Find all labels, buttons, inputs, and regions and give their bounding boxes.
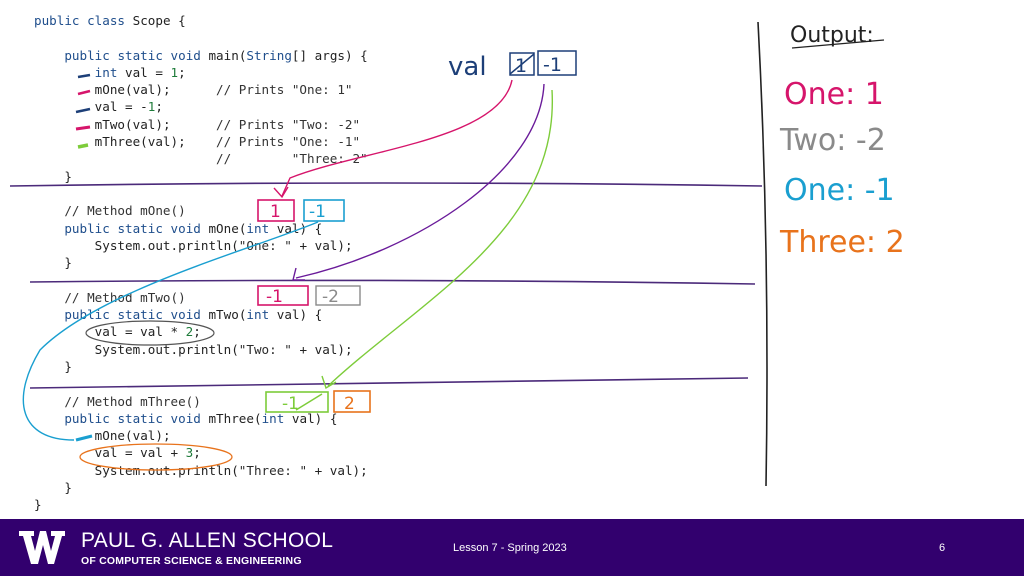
code-line: // Method mOne() — [64, 203, 186, 219]
code-line: public static void main(String[] args) { — [64, 47, 368, 63]
code-line: // "Three: 2" — [215, 151, 368, 167]
code-line: mOne(val); — [94, 428, 171, 444]
code-line: } — [34, 358, 72, 374]
lesson-label: Lesson 7 - Spring 2023 — [453, 542, 567, 554]
output-title: Output: — [790, 23, 874, 48]
code-line — [34, 185, 368, 202]
output-line-1: One: 1 — [784, 77, 884, 112]
code-line: public static void mThree(int val) { — [64, 410, 338, 426]
code-line — [34, 29, 368, 46]
code-line: System.out.println("Three: " + val); — [94, 462, 368, 478]
code-line: } — [34, 168, 72, 184]
code-line: mThree(val); // Prints "One: -1" — [94, 134, 361, 150]
page-number: 6 — [939, 542, 946, 554]
val-label: val — [448, 52, 487, 82]
code-line: System.out.println("One: " + val); — [94, 237, 353, 253]
code-line: mTwo(val); // Prints "Two: -2" — [94, 116, 361, 132]
school-name: PAUL G. ALLEN SCHOOL — [81, 529, 334, 552]
code-line: val = val + 3; — [94, 445, 201, 461]
code-line: // Method mTwo() — [64, 289, 186, 305]
code-line: } — [34, 255, 72, 271]
code-line — [34, 375, 368, 392]
val-new-value: -1 — [543, 54, 562, 76]
code-line: mOne(val); // Prints "One: 1" — [94, 82, 353, 98]
code-line: System.out.println("Two: " + val); — [94, 341, 353, 357]
val-box-old — [509, 52, 535, 76]
code-line: } — [34, 480, 72, 496]
output-title-underline — [791, 39, 885, 49]
output-line-3: One: -1 — [784, 173, 895, 208]
val-strike — [509, 53, 535, 75]
code-line: } — [34, 497, 42, 513]
footer-bar: PAUL G. ALLEN SCHOOL OF COMPUTER SCIENCE… — [0, 519, 1024, 576]
output-line-4: Three: 2 — [779, 225, 905, 260]
school-subtitle: OF COMPUTER SCIENCE & ENGINEERING — [81, 555, 302, 567]
code-line: public static void mOne(int val) { — [64, 220, 323, 236]
val-box-new — [537, 50, 577, 76]
code-line — [34, 271, 368, 288]
code-line: int val = 1; — [94, 64, 186, 80]
val-old-value: 1 — [515, 55, 527, 77]
output-divider — [757, 21, 768, 487]
uw-logo-icon — [19, 531, 65, 564]
code-line: public class Scope { — [34, 13, 186, 28]
code-listing: public class Scope { public static void … — [34, 12, 368, 514]
output-line-2: Two: -2 — [779, 123, 886, 158]
code-line: // Method mThree() — [64, 393, 201, 409]
code-line: val = val * 2; — [94, 324, 201, 340]
code-line: public static void mTwo(int val) { — [64, 307, 323, 323]
code-line: val = -1; — [94, 99, 163, 115]
